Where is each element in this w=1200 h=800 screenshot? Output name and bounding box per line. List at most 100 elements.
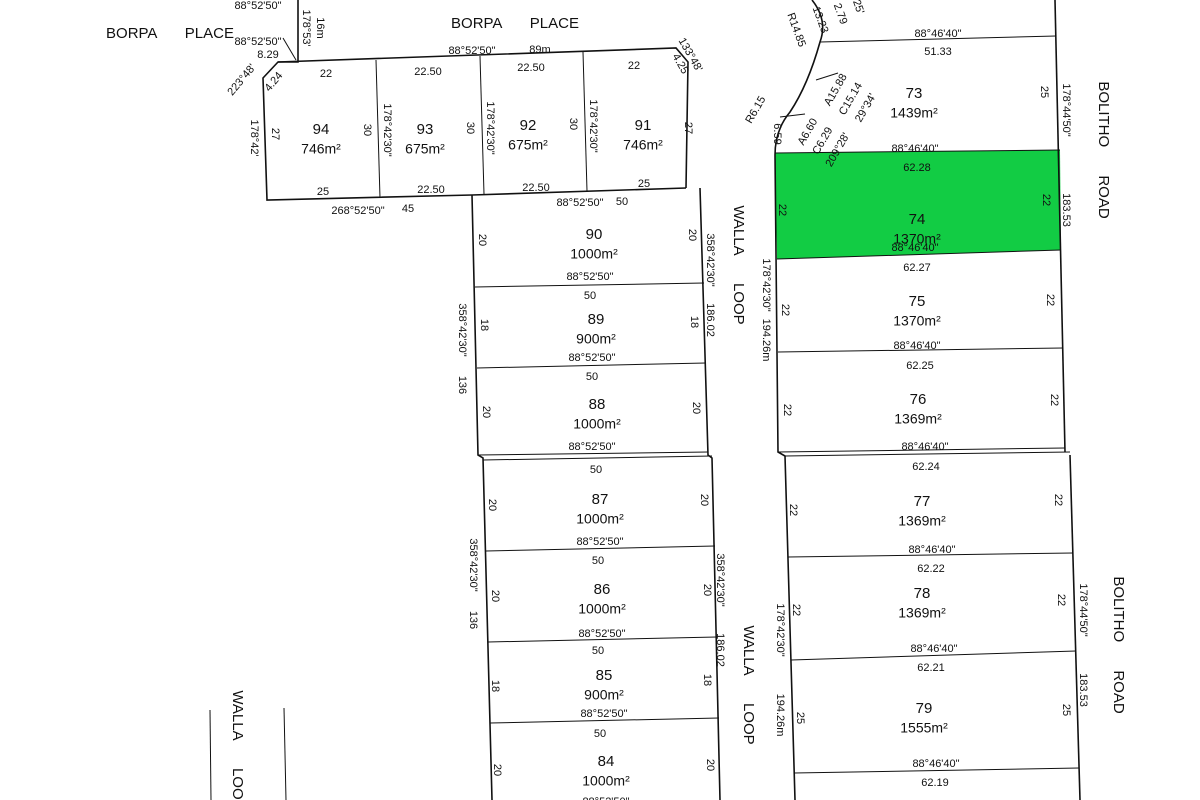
survey-dimension: 88°52'50" bbox=[576, 536, 623, 548]
lot-divider bbox=[784, 451, 1071, 457]
lot-number[interactable]: 94 bbox=[313, 121, 330, 138]
survey-dimension: 22.50 bbox=[417, 184, 445, 196]
survey-dimension: 30 bbox=[464, 122, 476, 134]
lot-number[interactable]: 89 bbox=[588, 311, 605, 328]
survey-dimension: 22 bbox=[1055, 594, 1067, 606]
survey-dimension: 51.33 bbox=[924, 46, 952, 58]
survey-dimension: 183.53 bbox=[1077, 673, 1089, 707]
lot-area: 900m² bbox=[576, 331, 616, 347]
lot-number[interactable]: 93 bbox=[417, 121, 434, 138]
survey-dimension: 136 bbox=[456, 376, 468, 394]
survey-dimension: 20 bbox=[686, 229, 698, 241]
survey-dimension: 22 bbox=[776, 204, 788, 216]
lot-number[interactable]: 91 bbox=[635, 117, 652, 134]
lot-area: 1000m² bbox=[576, 511, 624, 527]
bolitho-boundary bbox=[1069, 454, 1081, 800]
cul-de-sac-curve bbox=[774, 0, 824, 156]
survey-dimension: 178°53' bbox=[300, 9, 312, 46]
lot-number[interactable]: 76 bbox=[910, 391, 927, 408]
lot-area: 1370m² bbox=[893, 313, 941, 329]
boundary-line bbox=[471, 187, 687, 196]
lot-number[interactable]: 92 bbox=[520, 117, 537, 134]
survey-dimension: 62.22 bbox=[917, 563, 945, 575]
road-name-walla-loop: WALLA LOOP bbox=[730, 205, 747, 324]
survey-dimension: 88°46'40" bbox=[912, 758, 959, 770]
lot-number[interactable]: 84 bbox=[598, 753, 615, 770]
survey-dimension: 22 bbox=[779, 304, 791, 316]
survey-dimension: 89m bbox=[529, 44, 550, 56]
survey-dimension: R14.85 bbox=[784, 11, 807, 48]
lot-divider bbox=[774, 149, 1061, 154]
survey-dimension: 20 bbox=[698, 494, 710, 506]
survey-dimension: 268°52'50" bbox=[331, 205, 384, 217]
pointer-arrow bbox=[779, 113, 806, 118]
lot-divider bbox=[479, 55, 485, 195]
survey-dimension: 358°42'30" bbox=[467, 538, 479, 591]
lot-number[interactable]: 79 bbox=[916, 700, 933, 717]
survey-dimension: 178°42'30" bbox=[381, 103, 393, 156]
survey-dimension: 25' bbox=[850, 0, 866, 16]
survey-dimension: 88°52'50" bbox=[582, 796, 629, 800]
survey-dimension: 50 bbox=[584, 290, 596, 302]
road-name-bolitho-road: BOLITHO ROAD bbox=[1095, 81, 1112, 219]
lot-number[interactable]: 75 bbox=[909, 293, 926, 310]
lot-number[interactable]: 77 bbox=[914, 493, 931, 510]
lot-74-highlight[interactable] bbox=[775, 150, 1061, 259]
lot-divider bbox=[477, 451, 709, 456]
survey-dimension: 88°52'50" bbox=[568, 441, 615, 453]
survey-dimension: 22 bbox=[781, 404, 793, 416]
lot-number[interactable]: 74 bbox=[909, 211, 926, 228]
lot-number[interactable]: 87 bbox=[592, 491, 609, 508]
lot-number[interactable]: 90 bbox=[586, 226, 603, 243]
survey-dimension: 194.26m bbox=[760, 319, 772, 362]
survey-dimension: 88°52'50" bbox=[448, 45, 495, 57]
survey-dimension: 178°42'30" bbox=[774, 603, 786, 656]
lot-number[interactable]: 85 bbox=[596, 667, 613, 684]
survey-dimension: 88°52'50" bbox=[556, 197, 603, 209]
survey-dimension: 13.23 bbox=[810, 5, 831, 35]
survey-dimension: 178°44'50" bbox=[1077, 583, 1089, 636]
lot-divider bbox=[790, 650, 1077, 661]
survey-dimension: 88°46'40" bbox=[901, 441, 948, 453]
lot-number[interactable]: 78 bbox=[914, 585, 931, 602]
survey-dimension: 22 bbox=[1052, 494, 1064, 506]
lot-area: 1000m² bbox=[578, 601, 626, 617]
survey-dimension: 62.19 bbox=[921, 777, 949, 789]
survey-dimension: 358°42'30" bbox=[456, 303, 468, 356]
survey-dimension: 88°52'50" bbox=[234, 0, 281, 12]
lot-area: 900m² bbox=[584, 687, 624, 703]
survey-dimension: 178°42'30" bbox=[760, 258, 772, 311]
survey-dimension: 2.79 bbox=[831, 2, 850, 26]
lot-number[interactable]: 88 bbox=[589, 396, 606, 413]
lot-number[interactable]: 73 bbox=[906, 85, 923, 102]
survey-dimension: 22 bbox=[628, 60, 640, 72]
survey-dimension: 18 bbox=[701, 674, 713, 686]
boundary-borpa-block bbox=[262, 0, 473, 201]
survey-dimension: 22 bbox=[787, 504, 799, 516]
lot-area: 1369m² bbox=[894, 411, 942, 427]
survey-dimension: 88°46'40" bbox=[893, 340, 940, 352]
road-name-walla-loop: WALLA LOOP bbox=[740, 625, 757, 744]
survey-dimension: 25 bbox=[317, 186, 329, 198]
survey-dimension: 223°48' bbox=[225, 62, 258, 98]
survey-dimension: 62.28 bbox=[903, 162, 931, 174]
lot-number[interactable]: 86 bbox=[594, 581, 611, 598]
survey-dimension: 183.53 bbox=[1060, 193, 1072, 227]
survey-dimension: 20 bbox=[476, 234, 488, 246]
survey-dimension: 27 bbox=[269, 128, 281, 140]
survey-dimension: 178°42' bbox=[248, 119, 260, 156]
survey-dimension: 22 bbox=[790, 604, 802, 616]
pointer-arrow bbox=[282, 37, 297, 61]
survey-dimension: 178°44'50" bbox=[1060, 83, 1072, 136]
survey-dimension: 18 bbox=[489, 680, 501, 692]
lot-area: 675m² bbox=[508, 137, 548, 153]
survey-dimension: 186.02 bbox=[714, 633, 726, 667]
lot-divider bbox=[787, 552, 1074, 558]
survey-dimension: 50 bbox=[592, 555, 604, 567]
survey-dimension: 88°52'50" bbox=[566, 271, 613, 283]
lot-area: 675m² bbox=[405, 141, 445, 157]
survey-dimension: 88°52'50" bbox=[578, 628, 625, 640]
survey-dimension: 8.29 bbox=[257, 49, 278, 61]
